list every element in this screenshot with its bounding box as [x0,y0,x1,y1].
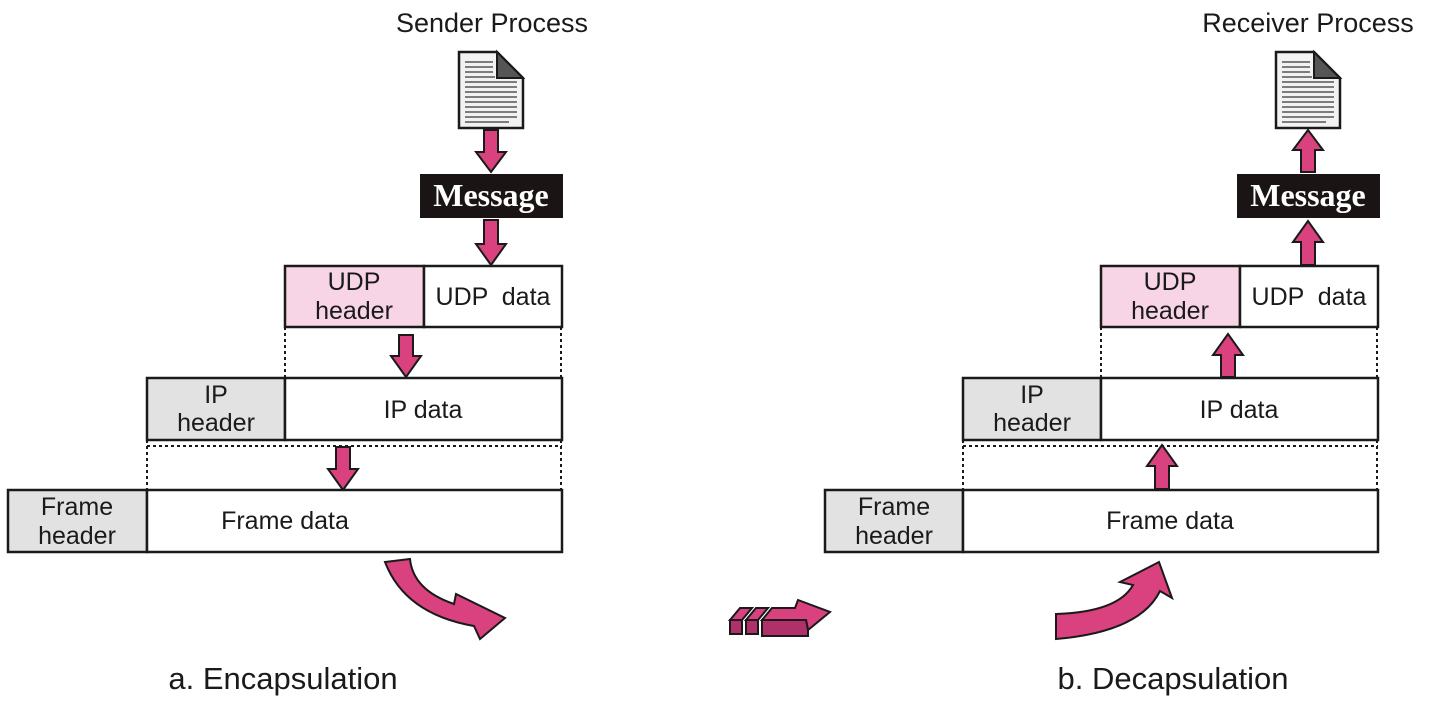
message-label: Message [433,177,549,213]
ip-header-line2: header [177,409,255,437]
ip-header-line1: IP [1020,381,1044,409]
frame-header-line1: Frame [41,493,113,521]
frame-header-cell [6,488,149,554]
message-box: Message [1237,174,1380,218]
ip-header-line2: header [993,409,1071,437]
udp-data-label: UDP data [1252,283,1367,311]
frame-row: Frame header Frame data [6,488,564,554]
sender-process-label: Sender Process [396,8,588,38]
udp-header-line2: header [1131,297,1209,325]
ip-data-label: IP data [1200,396,1279,424]
udp-data-cell [422,264,564,329]
encapsulation-panel: Sender Process Message UDP header UDP da… [6,8,588,696]
frame-data-label: Frame data [221,507,349,535]
frame-header-line1: Frame [858,493,930,521]
ip-row: IP header IP data [145,376,564,442]
frame-row: Frame header Frame data [823,488,1380,554]
up-arrow-icon [1211,332,1245,378]
ip-data-cell [283,376,564,442]
frame-data-cell [145,488,564,554]
ip-data-label: IP data [384,396,463,424]
udp-header-line2: header [315,297,393,325]
up-arrow-icon [1291,219,1325,266]
up-arrow-icon [1291,128,1325,173]
udp-header-line1: UDP [328,268,381,296]
frame-data-cell [961,488,1380,554]
up-arrow-icon [1145,443,1179,490]
udp-row: UDP header UDP data [1099,264,1380,329]
udp-data-cell [1238,264,1380,329]
down-arrow-icon [326,446,360,492]
udp-header-cell [283,264,426,329]
udp-data-label: UDP data [436,283,551,311]
document-icon [457,50,525,130]
down-arrow-icon [474,129,508,174]
udp-header-line1: UDP [1144,268,1197,296]
document-icon [1274,50,1342,130]
frame-header-line2: header [855,522,933,550]
curved-arrow-icon [383,557,507,641]
receiver-process-label: Receiver Process [1202,8,1414,38]
transmission-arrow-icon [727,598,832,637]
down-arrow-icon [474,219,508,267]
decapsulation-panel: Receiver Process Message UDP header UDP … [823,8,1414,696]
encapsulation-caption: a. Encapsulation [168,661,397,696]
ip-data-cell [1099,376,1380,442]
ip-header-line1: IP [204,381,228,409]
udp-header-cell [1099,264,1242,329]
udp-row: UDP header UDP data [283,264,564,329]
frame-header-line2: header [38,522,116,550]
message-label: Message [1250,177,1366,213]
ip-header-cell [145,376,287,442]
curved-arrow-icon [1055,560,1174,641]
frame-data-label: Frame data [1106,507,1234,535]
decapsulation-caption: b. Decapsulation [1058,661,1289,696]
message-box: Message [420,174,563,218]
down-arrow-icon [389,334,423,379]
ip-header-cell [961,376,1103,442]
ip-row: IP header IP data [961,376,1380,442]
